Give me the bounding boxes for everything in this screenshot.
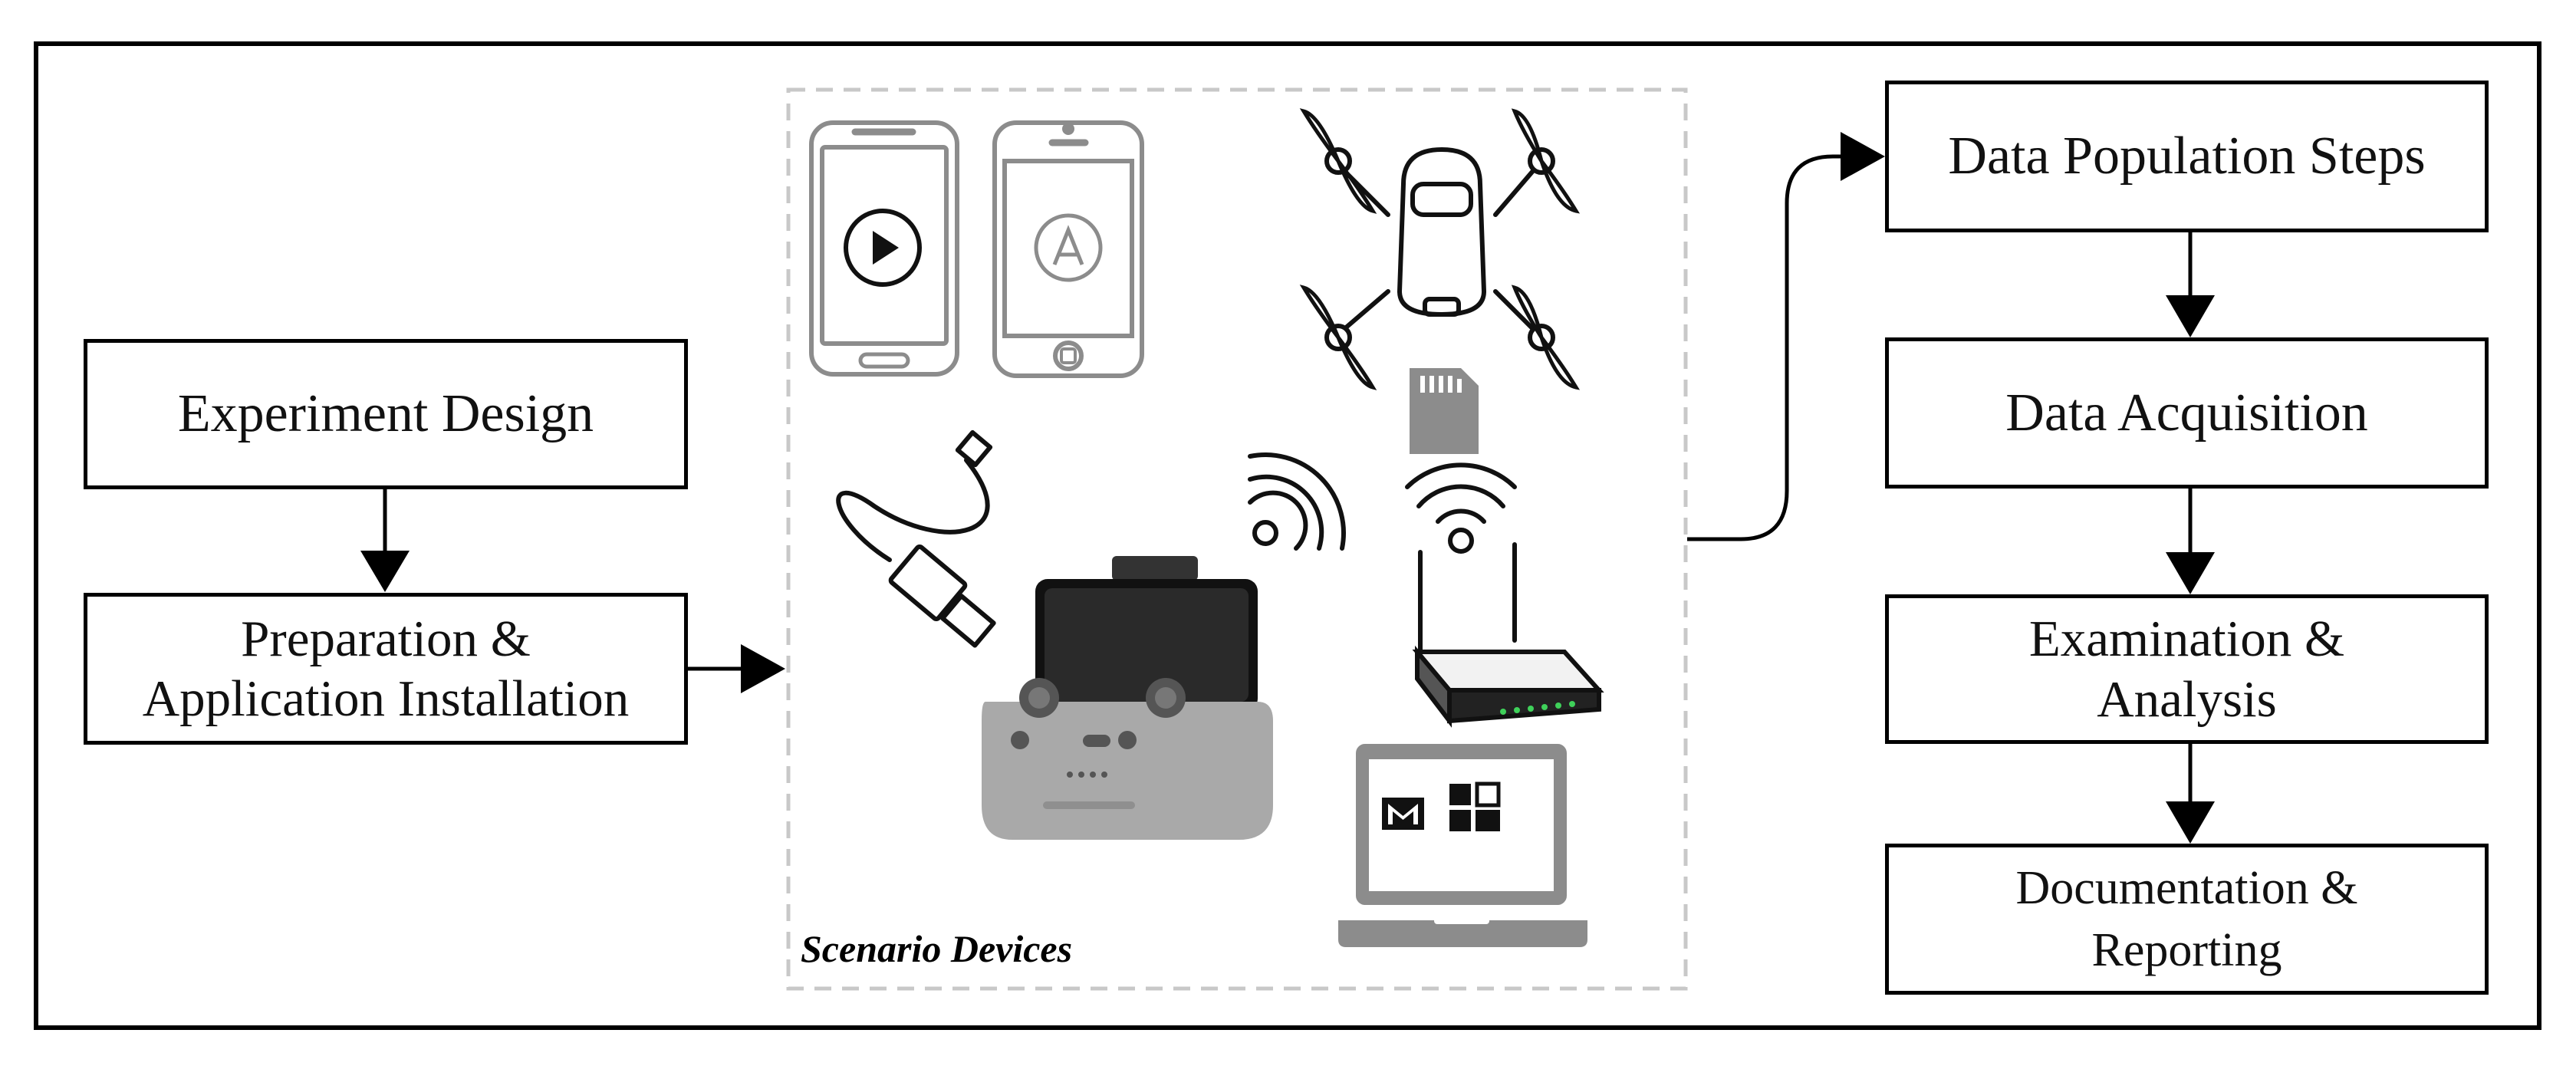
gmail-icon [1382, 798, 1424, 830]
arrow-examination-to-documentation [2166, 744, 2215, 844]
preparation-label-line1: Preparation & [241, 610, 531, 667]
examination-label-line1: Examination & [2028, 610, 2345, 668]
data-acquisition-label: Data Acquisition [2005, 383, 2368, 443]
iphone-icon [992, 120, 1144, 378]
wifi-signal-icon [1405, 462, 1517, 554]
wifi-router-icon [1412, 542, 1604, 728]
examination-label-line2: Analysis [2097, 670, 2277, 728]
sd-card-icon [1410, 368, 1479, 454]
experiment-design-box: Experiment Design [84, 339, 688, 489]
apps-grid-icon [1449, 781, 1501, 831]
android-phone-icon [809, 120, 959, 377]
documentation-label-line1: Documentation & [2015, 861, 2358, 914]
laptop-icon [1338, 744, 1587, 947]
outer-frame [34, 41, 2541, 1030]
arrow-population-to-acquisition [2166, 232, 2215, 337]
preparation-label-line2: Application Installation [142, 670, 630, 727]
arrow-scenario-to-population [1687, 132, 1885, 541]
scenario-frame [786, 87, 1688, 991]
preparation-box: Preparation & Application Installation [84, 593, 688, 745]
drone-icon [1299, 108, 1581, 390]
data-population-label: Data Population Steps [1948, 127, 2426, 186]
usb-cable-icon [836, 429, 996, 648]
examination-box: Examination & Analysis [1885, 594, 2489, 744]
scenario-devices-caption: Scenario Devices [801, 927, 1073, 970]
arrow-prep-to-scenario [687, 644, 785, 693]
documentation-box: Documentation & Reporting [1885, 844, 2489, 995]
remote-controller-icon [982, 556, 1273, 840]
arrow-acquisition-to-examination [2166, 489, 2215, 594]
experiment-design-label: Experiment Design [177, 384, 594, 444]
data-acquisition-box: Data Acquisition [1885, 337, 2489, 489]
data-population-box: Data Population Steps [1885, 81, 2489, 232]
wifi-signal-icon [1248, 452, 1346, 551]
documentation-label-line2: Reporting [2091, 923, 2282, 976]
arrow-design-to-prep [360, 489, 410, 592]
